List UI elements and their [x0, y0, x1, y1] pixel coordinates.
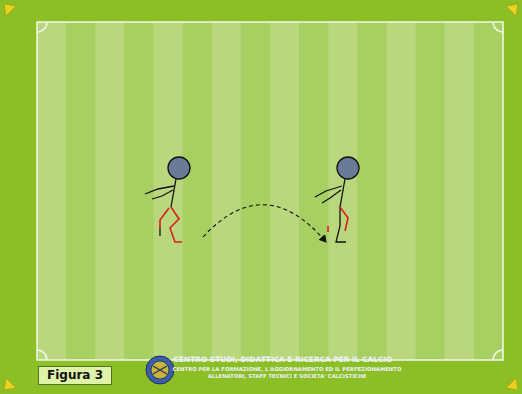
pitch-stripe [37, 22, 67, 360]
pitch-stripe [95, 22, 125, 360]
pitch-stripe [357, 22, 387, 360]
pitch-stripe [445, 22, 475, 360]
header-title: CENTRO STUDI, DIDATTICA E RICERCA PER IL… [133, 355, 433, 365]
pitch-stripe [270, 22, 300, 360]
pitch-stripe [212, 22, 242, 360]
pitch-stripe [183, 22, 213, 360]
pitch-stripe [299, 22, 329, 360]
pitch-stripe [328, 22, 358, 360]
pitch-stripe [387, 22, 417, 360]
figure-tag: Figura 3 [38, 366, 112, 385]
header-subtitle: CENTRO PER LA FORMAZIONE, L'AGGIORNAMENT… [171, 366, 403, 380]
pitch-stripe [241, 22, 271, 360]
pitch-stripe [66, 22, 96, 360]
pitch-stripe [416, 22, 446, 360]
pitch-stripe [154, 22, 184, 360]
pitch-stripe [124, 22, 154, 360]
pitch-stripe [474, 22, 504, 360]
figure-label: Figura 3 [47, 368, 103, 383]
